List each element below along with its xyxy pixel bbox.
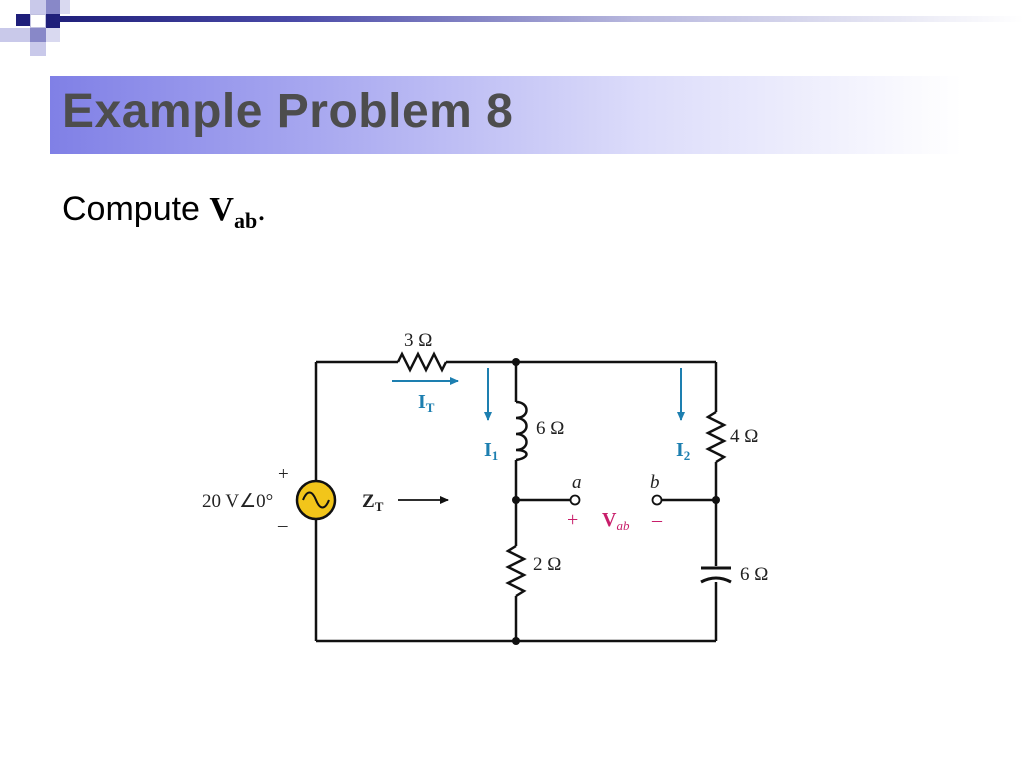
node-top-mid: [512, 358, 520, 366]
label-r-mid: 2 Ω: [533, 554, 561, 575]
i1-main: I: [484, 439, 492, 461]
i2-sub: 2: [684, 448, 691, 463]
label-capacitor: 6 Ω: [740, 564, 768, 585]
circuit-wires: [314, 351, 732, 643]
ac-source-wave: [302, 491, 330, 509]
source-value: 20 V∠0°: [202, 491, 273, 512]
slide-body: Compute Vab.: [62, 190, 266, 233]
label-inductor: 6 Ω: [536, 418, 564, 439]
terminal-b: [651, 494, 663, 506]
body-suffix: .: [257, 191, 266, 228]
label-r-top: 3 Ω: [404, 330, 432, 351]
resistor-4ohm: [705, 410, 727, 464]
resistor-3ohm: [396, 351, 448, 373]
slide-title: Example Problem 8: [62, 85, 514, 138]
node-a-label: a: [572, 472, 582, 493]
node-b-label: b: [650, 472, 660, 493]
zt-label: ZT: [362, 491, 384, 514]
vab-plus: +: [567, 509, 578, 531]
zt-sub: T: [375, 499, 384, 514]
corner-decoration: [0, 0, 70, 60]
it-sub: T: [426, 400, 435, 415]
vab-main: V: [602, 509, 617, 531]
vab-sub: ab: [616, 518, 630, 533]
label-r-right: 4 Ω: [730, 426, 758, 447]
vab-minus: –: [651, 509, 663, 531]
body-variable: V: [209, 191, 234, 228]
it-main: I: [418, 391, 426, 413]
i1-sub: 1: [492, 448, 499, 463]
resistor-2ohm: [505, 544, 527, 598]
node-bottom-mid: [512, 637, 520, 645]
body-prefix: Compute: [62, 190, 210, 228]
it-label: IT: [418, 391, 435, 415]
title-band: [50, 76, 962, 154]
source-plus: +: [278, 464, 289, 485]
source-minus: –: [277, 515, 288, 536]
vab-label: Vab: [602, 509, 630, 533]
terminal-a: [569, 494, 581, 506]
header-rule: [52, 16, 1024, 22]
i2-label: I2: [676, 439, 690, 463]
zt-main: Z: [362, 491, 375, 512]
i2-main: I: [676, 439, 684, 461]
body-subscript: ab: [233, 208, 258, 233]
node-right-mid: [712, 496, 720, 504]
i1-label: I1: [484, 439, 498, 463]
inductor-coil: [515, 400, 528, 462]
node-mid: [512, 496, 520, 504]
capacitor-plate-bottom: [700, 576, 732, 584]
circuit-nodes: [512, 358, 720, 645]
